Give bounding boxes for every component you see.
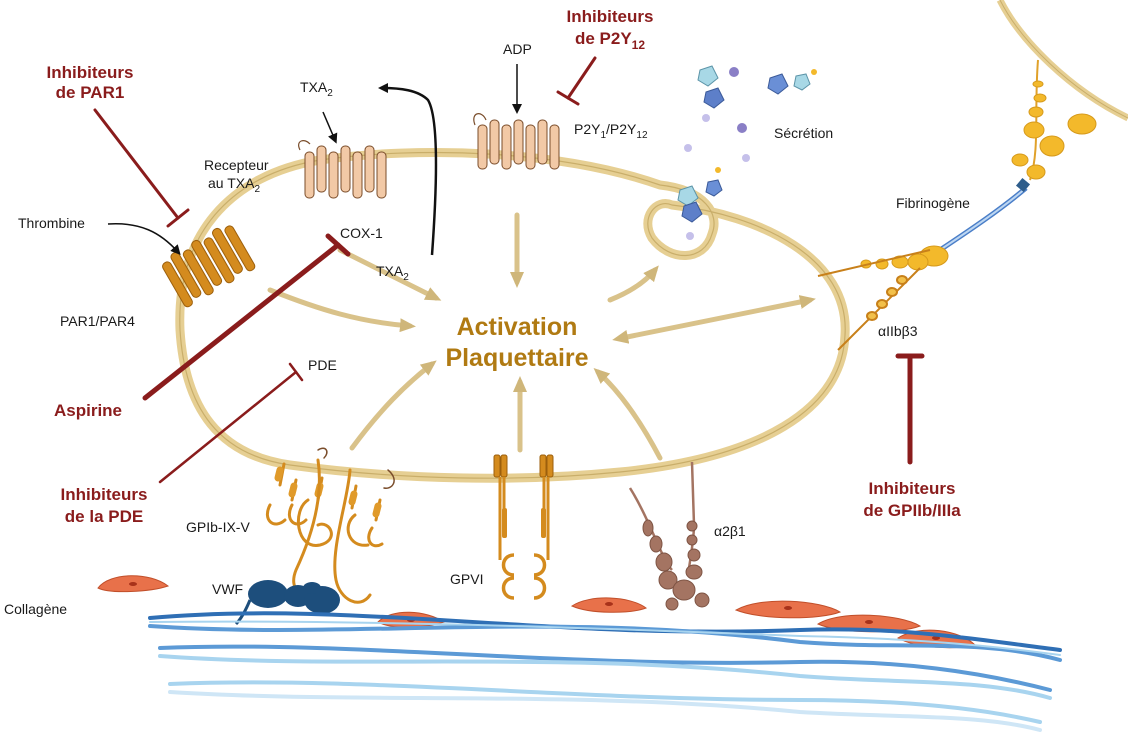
vwf-protein [234,580,340,626]
inhibitor-par1-line1: Inhibiteurs [47,63,134,82]
label-adp: ADP [503,41,532,57]
label-gpib: GPIb-IX-V [186,519,250,535]
label-pde: PDE [308,357,337,373]
label-recepteur-line1: Recepteur [204,157,269,173]
neighbour-platelet-membrane [996,0,1128,122]
collagen-fibers [148,611,1062,732]
thrombin-arrow [107,223,181,255]
label-par: PAR1/PAR4 [60,313,135,329]
inhibitor-gpiib-line2: de GPIIb/IIIa [863,501,961,520]
alpha2beta1-integrin [628,461,710,611]
par1-inhibition-bar [93,108,190,228]
label-collagene: Collagène [4,601,67,617]
gpvi-receptor [493,454,554,600]
p2y-receptor [477,119,560,170]
label-vwf: VWF [212,581,243,597]
label-txa2-top: TXA2 [300,79,333,99]
label-recepteur-line2: au TXA2 [208,175,260,195]
gpiib-inhibition-bar [895,353,925,465]
fibrinogen [860,59,1097,271]
inhibitor-pde-line2: de la PDE [65,507,143,526]
endothelial-nuclei [129,582,940,640]
inhibitor-p2y12-line2: de P2Y12 [575,29,645,52]
txa2-to-receptor-arrow [322,111,338,144]
aspirine-inhibition-bar [142,233,351,401]
secretion-granules [677,65,817,240]
integrin-aiibb3 [817,249,931,351]
gpib-ix-v-receptors [265,447,395,604]
inhibitor-aspirine: Aspirine [54,401,122,420]
label-thrombine: Thrombine [18,215,85,231]
inhibitor-p2y12-line1: Inhibiteurs [567,7,654,26]
inhibitor-pde-line1: Inhibiteurs [61,485,148,504]
inhibition-lines [93,56,925,484]
label-a2b1: α2β1 [714,523,746,539]
label-gpvi: GPVI [450,571,483,587]
label-cox1: COX-1 [340,225,383,241]
par-receptor [162,225,256,308]
label-txa2-inner: TXA2 [376,263,409,283]
txa2-receptor [304,145,387,199]
activation-arrows [267,212,816,461]
p2y12-inhibition-bar [556,56,597,106]
center-title-line1: Activation [457,313,578,341]
inhibitor-par1-line2: de PAR1 [56,83,125,102]
pde-inhibition-bar [158,362,304,484]
txa2-release-arrow [378,83,438,256]
center-title-line2: Plaquettaire [445,344,588,372]
label-fibrinogene: Fibrinogène [896,195,970,211]
label-integrin: αIIbβ3 [878,323,918,339]
label-secretion: Sécrétion [774,125,833,141]
label-p2y: P2Y1/P2Y12 [574,121,648,141]
platelet-membrane [175,148,850,483]
inhibitor-gpiib-line1: Inhibiteurs [869,479,956,498]
